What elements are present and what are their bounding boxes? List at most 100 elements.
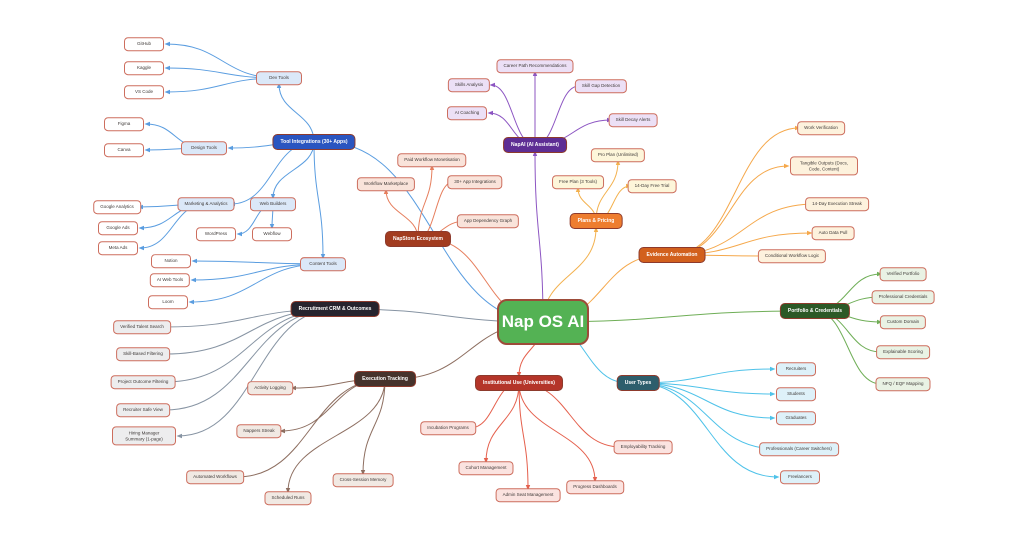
node-paid-workflow-monetisation[interactable]: Paid Workflow Monetisation	[397, 153, 467, 167]
node-marketing-analytics[interactable]: Marketing & Analytics	[177, 197, 235, 211]
edge-recruitment-crm-recruiter-safe-view	[163, 308, 336, 413]
node-skills-analysis[interactable]: Skills Analysis	[447, 78, 491, 92]
node-portfolio-credentials[interactable]: Portfolio & Credentials	[779, 303, 851, 319]
node-label: Portfolio & Credentials	[787, 308, 843, 314]
node-label: 14-Day Free Trial	[634, 183, 670, 189]
node-label: Meta Ads	[108, 245, 128, 251]
node-label: Paid Workflow Monetisation	[404, 157, 460, 163]
node-tool-integrations[interactable]: Tool Integrations (30+ Apps)	[272, 134, 356, 150]
node-label: Skill Gap Detection	[581, 83, 621, 89]
node-meta-ads[interactable]: Meta Ads	[98, 241, 138, 255]
node-execution-streak[interactable]: 14-Day Execution Streak	[805, 197, 869, 211]
node-cross-session-memory[interactable]: Cross-Session Memory	[332, 473, 394, 487]
node-recruitment-crm[interactable]: Recruitment CRM & Outcomes	[290, 301, 380, 317]
node-label: Tool Integrations (30+ Apps)	[280, 139, 348, 145]
node-label: Nappers Streak	[243, 428, 275, 434]
edge-recruitment-crm-project-outcome-filtering	[163, 308, 336, 385]
node-napstore-ecosystem[interactable]: NapStore Ecosystem	[384, 231, 452, 247]
node-freelancers[interactable]: Freelancers	[780, 470, 820, 484]
node-skill-based-filtering[interactable]: Skill-Based Filtering	[116, 347, 170, 361]
node-progress-dashboards[interactable]: Progress Dashboards	[566, 480, 624, 494]
node-ai-web-tools[interactable]: AI Web Tools	[149, 273, 191, 287]
node-nfq-eqf-mapping[interactable]: NFQ / EQF Mapping	[875, 377, 931, 391]
node-incubation-programs[interactable]: Incubation Programs	[420, 421, 476, 435]
node-admin-seat-management[interactable]: Admin Seat Management	[495, 488, 561, 502]
node-ai-coaching[interactable]: AI Coaching	[447, 106, 487, 120]
node-label: Recruiters	[785, 366, 807, 372]
node-loom[interactable]: Loom	[148, 295, 188, 309]
node-user-types[interactable]: User Types	[616, 375, 660, 391]
node-label: NapStore Ecosystem	[392, 236, 444, 242]
node-institutional-use[interactable]: Institutional Use (Universities)	[475, 375, 563, 391]
node-custom-domain[interactable]: Custom Domain	[879, 315, 927, 329]
node-wordpress[interactable]: WordPress	[196, 227, 236, 241]
edge-tool-integrations-web-builders	[270, 141, 315, 200]
edge-institutional-use-progress-dashboards	[518, 382, 598, 483]
node-explainable-scoring[interactable]: Explainable Scoring	[876, 345, 930, 359]
node-students[interactable]: Students	[776, 387, 816, 401]
node-design-tools[interactable]: Design Tools	[181, 141, 227, 155]
node-conditional-logic[interactable]: Conditional Workflow Logic	[757, 249, 827, 263]
node-canva[interactable]: Canva	[104, 143, 144, 157]
node-activity-logging[interactable]: Activity Logging	[247, 381, 293, 395]
node-figma[interactable]: Figma	[104, 117, 144, 131]
node-nap-os-ai[interactable]: Nap OS AI	[497, 299, 589, 345]
node-hiring-manager-summary[interactable]: Hiring Manager Summary (1-page)	[112, 426, 176, 446]
node-app-integrations[interactable]: 30+ App Integrations	[447, 175, 503, 189]
node-label: Figma	[117, 121, 131, 127]
node-nappers-streak[interactable]: Nappers Streak	[236, 424, 282, 438]
node-label: Recruitment CRM & Outcomes	[298, 306, 372, 312]
edge-tool-integrations-content-tools	[313, 141, 326, 260]
node-verified-talent-search[interactable]: Verified Talent Search	[113, 320, 171, 334]
node-employability-tracking[interactable]: Employability Tracking	[613, 440, 673, 454]
node-cohort-management[interactable]: Cohort Management	[458, 461, 514, 475]
node-dev-tools[interactable]: Dev Tools	[256, 71, 302, 85]
node-workflow-marketplace[interactable]: Workflow Marketplace	[356, 177, 416, 191]
node-label: Incubation Programs	[427, 425, 469, 431]
node-free-plan[interactable]: Free Plan (3 Tools)	[552, 175, 604, 189]
node-professionals[interactable]: Professionals (Career Switchers)	[759, 442, 839, 456]
node-evidence-automation[interactable]: Evidence Automation	[638, 247, 706, 263]
node-verified-portfolio[interactable]: Verified Portfolio	[879, 267, 927, 281]
node-label: Notion	[164, 258, 178, 264]
node-google-ads[interactable]: Google Ads	[98, 221, 138, 235]
node-career-path[interactable]: Career Path Recommendations	[496, 59, 574, 73]
node-project-outcome-filtering[interactable]: Project Outcome Filtering	[110, 375, 176, 389]
node-kaggle[interactable]: Kaggle	[124, 61, 164, 75]
edge-nap-os-ai-napai	[532, 150, 544, 323]
node-graduates[interactable]: Graduates	[776, 411, 816, 425]
edge-plans-pricing-pro-plan	[595, 159, 621, 222]
node-web-builders[interactable]: Web Builders	[250, 197, 296, 211]
node-work-verification[interactable]: Work Verification	[797, 121, 845, 135]
node-app-dependency-graph[interactable]: App Dependency Graph	[456, 214, 520, 228]
node-label: Freelancers	[788, 474, 812, 480]
node-label: Plans & Pricing	[577, 218, 615, 224]
node-label: Explainable Scoring	[883, 349, 923, 355]
node-vs-code[interactable]: VS Code	[124, 85, 164, 99]
node-notion[interactable]: Notion	[151, 254, 191, 268]
node-tangible-outputs[interactable]: Tangible Outputs (Docs, Code, Content)	[790, 156, 858, 176]
node-recruiters[interactable]: Recruiters	[776, 362, 816, 376]
node-label: Workflow Marketplace	[363, 181, 409, 187]
node-webflow[interactable]: Webflow	[252, 227, 292, 241]
node-professional-credentials[interactable]: Professional Credentials	[871, 290, 935, 304]
node-content-tools[interactable]: Content Tools	[300, 257, 346, 271]
node-execution-tracking[interactable]: Execution Tracking	[354, 371, 416, 387]
node-label: Conditional Workflow Logic	[764, 253, 820, 259]
node-scheduled-runs[interactable]: Scheduled Runs	[264, 491, 312, 505]
edge-execution-tracking-cross-session-memory	[360, 378, 386, 476]
node-label: Evidence Automation	[646, 252, 698, 258]
node-github[interactable]: GitHub	[124, 37, 164, 51]
node-google-analytics[interactable]: Google Analytics	[93, 200, 141, 214]
node-napai[interactable]: NapAI (AI Assistant)	[503, 137, 567, 153]
node-free-trial[interactable]: 14-Day Free Trial	[627, 179, 677, 193]
edge-execution-tracking-scheduled-runs	[285, 378, 386, 494]
node-automated-workflows[interactable]: Automated Workflows	[186, 470, 244, 484]
node-skill-gap-detection[interactable]: Skill Gap Detection	[574, 79, 628, 93]
node-skill-decay-alerts[interactable]: Skill Decay Alerts	[608, 113, 658, 127]
node-pro-plan[interactable]: Pro Plan (Unlimited)	[590, 148, 646, 162]
node-recruiter-safe-view[interactable]: Recruiter Safe View	[116, 403, 170, 417]
node-auto-data-pull[interactable]: Auto Data Pull	[811, 226, 855, 240]
node-plans-pricing[interactable]: Plans & Pricing	[569, 213, 623, 229]
